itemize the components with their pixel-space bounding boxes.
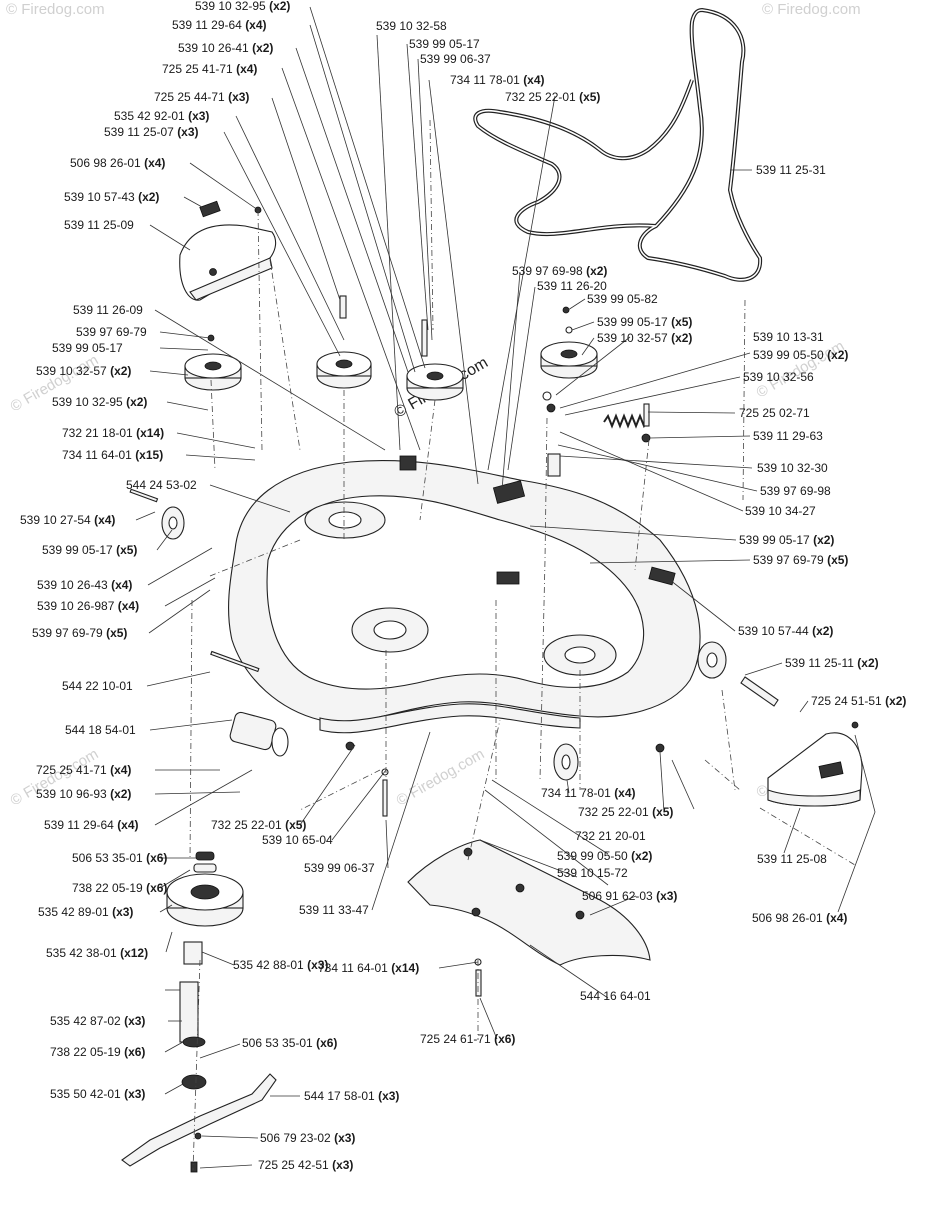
part-callout: 539 10 32-95 (x2) bbox=[195, 0, 290, 13]
part-callout: 725 25 02-71 bbox=[739, 406, 810, 420]
idler-pulley-right bbox=[540, 341, 598, 379]
part-callout: 539 10 15-72 bbox=[557, 866, 628, 880]
part-callout: 738 22 05-19 (x6) bbox=[50, 1045, 145, 1059]
left-belt-cover bbox=[179, 224, 277, 301]
part-callout: 539 11 33-47 bbox=[299, 903, 369, 917]
part-callout: 539 99 06-37 bbox=[304, 861, 375, 875]
part-callout: 539 10 57-43 (x2) bbox=[64, 190, 159, 204]
part-callout: 544 22 10-01 bbox=[62, 679, 133, 693]
part-callout: 539 97 69-98 (x2) bbox=[512, 264, 607, 278]
part-callout: 539 97 69-79 (x5) bbox=[32, 626, 127, 640]
part-callout: 539 10 96-93 (x2) bbox=[36, 787, 131, 801]
part-callout: 539 11 29-64 (x4) bbox=[172, 18, 267, 32]
part-callout: 539 99 05-50 (x2) bbox=[557, 849, 652, 863]
part-callout: 738 22 05-19 (x6) bbox=[72, 881, 167, 895]
part-callout: 539 97 69-98 bbox=[760, 484, 831, 498]
part-callout: 725 25 44-71 (x3) bbox=[154, 90, 249, 104]
part-callout: 539 99 05-17 (x5) bbox=[597, 315, 692, 329]
part-callout: 732 21 20-01 bbox=[575, 829, 646, 843]
part-callout: 539 10 26-41 (x2) bbox=[178, 41, 273, 55]
part-callout: 734 11 78-01 (x4) bbox=[541, 786, 636, 800]
centerlines bbox=[189, 119, 856, 1171]
part-callout: 539 10 32-58 bbox=[376, 19, 447, 33]
drive-belt bbox=[473, 7, 763, 282]
part-callout: 539 10 27-54 (x4) bbox=[20, 513, 115, 527]
part-callout: 539 10 13-31 bbox=[753, 330, 824, 344]
part-callout: 544 24 53-02 bbox=[126, 478, 197, 492]
part-callout: 544 17 58-01 (x3) bbox=[304, 1089, 399, 1103]
deck-baffle bbox=[407, 839, 651, 966]
part-callout: 535 42 92-01 (x3) bbox=[114, 109, 209, 123]
part-callout: 506 53 35-01 (x6) bbox=[72, 851, 167, 865]
part-callout: 539 99 05-17 bbox=[52, 341, 123, 355]
part-callout: 506 98 26-01 (x4) bbox=[752, 911, 847, 925]
part-callout: 539 11 29-64 (x4) bbox=[44, 818, 139, 832]
part-callout: 732 25 22-01 (x5) bbox=[211, 818, 306, 832]
part-callout: 506 79 23-02 (x3) bbox=[260, 1131, 355, 1145]
part-callout: 539 11 25-11 (x2) bbox=[785, 656, 879, 670]
part-callout: 539 10 65-04 bbox=[262, 833, 333, 847]
part-callout: 539 99 06-37 bbox=[420, 52, 491, 66]
part-callout: 539 10 32-95 (x2) bbox=[52, 395, 147, 409]
part-callout: 535 42 89-01 (x3) bbox=[38, 905, 133, 919]
part-callout: 732 25 22-01 (x5) bbox=[578, 805, 673, 819]
watermark-text: © Firedog.com bbox=[762, 1, 861, 18]
part-callout: 535 50 42-01 (x3) bbox=[50, 1087, 145, 1101]
idler-pulley-center bbox=[316, 351, 372, 389]
part-callout: 539 97 69-79 (x5) bbox=[753, 553, 848, 567]
part-callout: 725 24 61-71 (x6) bbox=[420, 1032, 515, 1046]
part-callout: 539 11 25-07 (x3) bbox=[104, 125, 199, 139]
idler-pulley-center-right bbox=[406, 363, 464, 401]
part-callout: 506 98 26-01 (x4) bbox=[70, 156, 165, 170]
part-callout: 539 10 32-57 (x2) bbox=[36, 364, 131, 378]
part-callout: 539 11 26-09 bbox=[73, 303, 143, 317]
part-callout: 732 21 18-01 (x14) bbox=[62, 426, 164, 440]
part-callout: 535 42 88-01 (x3) bbox=[233, 958, 328, 972]
part-callout: 725 24 51-51 (x2) bbox=[811, 694, 906, 708]
part-callout: 725 25 41-71 (x4) bbox=[162, 62, 257, 76]
spindle-housing bbox=[166, 851, 244, 927]
part-callout: 506 91 62-03 (x3) bbox=[582, 889, 677, 903]
part-callout: 725 25 42-51 (x3) bbox=[258, 1158, 353, 1172]
part-callout: 506 53 35-01 (x6) bbox=[242, 1036, 337, 1050]
part-callout: 734 11 64-01 (x15) bbox=[62, 448, 163, 462]
part-callout: 539 10 32-57 (x2) bbox=[597, 331, 692, 345]
cutting-blade bbox=[121, 1073, 277, 1167]
deck-motor bbox=[229, 711, 289, 757]
part-callout: 539 99 05-50 (x2) bbox=[753, 348, 848, 362]
idler-pulley-left bbox=[184, 353, 242, 391]
part-callout: 539 10 32-30 bbox=[757, 461, 828, 475]
part-callout: 539 11 25-09 bbox=[64, 218, 134, 232]
part-callout: 539 11 26-20 bbox=[537, 279, 607, 293]
part-callout: 539 10 32-56 bbox=[743, 370, 814, 384]
part-callout: 539 11 25-08 bbox=[757, 852, 827, 866]
part-callout: 734 11 64-01 (x14) bbox=[318, 961, 419, 975]
part-callout: 544 16 64-01 bbox=[580, 989, 651, 1003]
part-callout: 539 10 26-43 (x4) bbox=[37, 578, 132, 592]
part-callout: 734 11 78-01 (x4) bbox=[450, 73, 545, 87]
part-callout: 539 99 05-17 bbox=[409, 37, 480, 51]
tension-spring bbox=[603, 413, 649, 429]
part-callout: 539 99 05-17 (x5) bbox=[42, 543, 137, 557]
leader-lines bbox=[135, 6, 876, 1169]
part-callout: 539 10 57-44 (x2) bbox=[738, 624, 833, 638]
part-callout: 539 11 25-31 bbox=[756, 163, 826, 177]
spindle-shaft bbox=[179, 981, 199, 1043]
part-callout: 539 11 29-63 bbox=[753, 429, 823, 443]
part-callout: 539 99 05-17 (x2) bbox=[739, 533, 834, 547]
part-callout: 544 18 54-01 bbox=[65, 723, 136, 737]
part-callout: 535 42 87-02 (x3) bbox=[50, 1014, 145, 1028]
watermark-text: © Firedog.com bbox=[6, 1, 105, 18]
part-callout: 535 42 38-01 (x12) bbox=[46, 946, 148, 960]
part-callout: 725 25 41-71 (x4) bbox=[36, 763, 131, 777]
part-callout: 539 10 34-27 bbox=[745, 504, 816, 518]
spindle-spacer bbox=[183, 941, 203, 965]
part-callout: 539 97 69-79 bbox=[76, 325, 147, 339]
part-callout: 732 25 22-01 (x5) bbox=[505, 90, 600, 104]
exploded-view-drawing bbox=[121, 7, 863, 1173]
callout-labels: 539 10 32-95 (x2) 539 11 29-64 (x4) 539 … bbox=[20, 0, 906, 1172]
part-callout: 539 10 26-987 (x4) bbox=[37, 599, 139, 613]
part-callout: 539 99 05-82 bbox=[587, 292, 658, 306]
